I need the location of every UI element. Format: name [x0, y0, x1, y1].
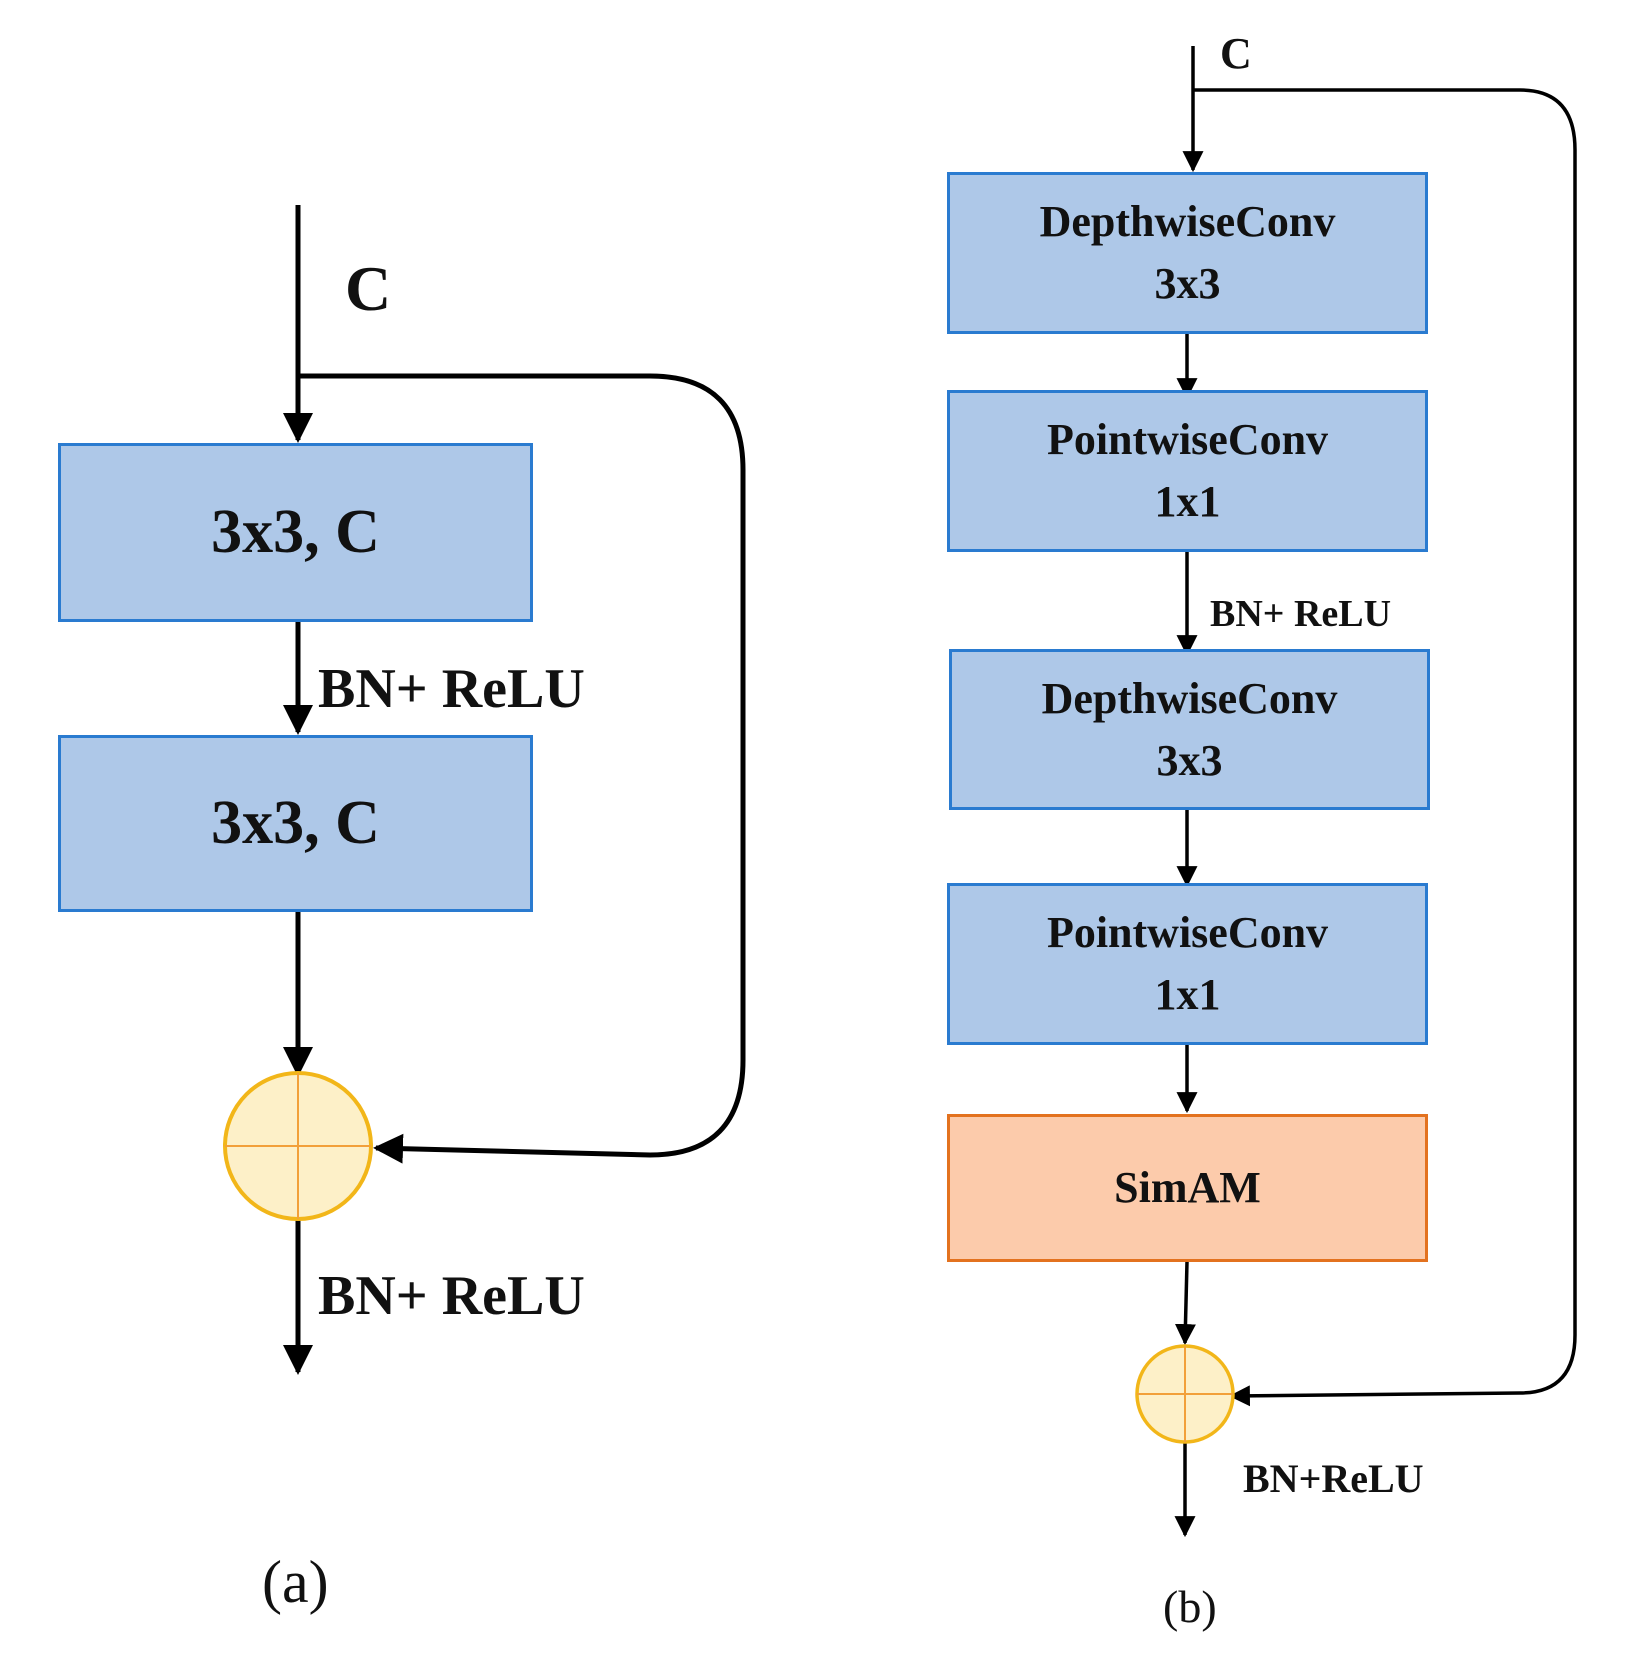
b-depthwise-block-2-kernel: 3x3 — [1156, 735, 1223, 785]
b-pointwise-block-2: PointwiseConv 1x1 — [947, 883, 1428, 1045]
b-mid-label: BN+ ReLU — [1210, 593, 1392, 635]
a-input-label: C — [345, 253, 392, 324]
a-conv-block-2: 3x3, C — [58, 735, 533, 912]
a-skip-connection — [298, 373, 746, 1164]
a-conv-block-1-label: 3x3, C — [211, 498, 380, 566]
b-input-label: C — [1220, 29, 1252, 78]
a-sum-node — [223, 1071, 373, 1221]
b-depthwise-block-1-name: DepthwiseConv — [1039, 197, 1336, 246]
b-arrow-5 — [1174, 1261, 1196, 1346]
b-pointwise-block-1: PointwiseConv 1x1 — [947, 390, 1428, 552]
b-pointwise-block-1-name: PointwiseConv — [1046, 415, 1329, 464]
b-depthwise-block-2: DepthwiseConv 3x3 — [949, 649, 1430, 810]
b-depthwise-block-1-kernel: 3x3 — [1154, 259, 1221, 308]
a-conv-block-1: 3x3, C — [58, 443, 533, 622]
b-depthwise-block-2-name: DepthwiseConv — [1041, 673, 1338, 723]
a-conv-block-2-label: 3x3, C — [211, 789, 380, 857]
a-mid-label: BN+ ReLU — [318, 658, 585, 720]
b-sum-node — [1135, 1344, 1235, 1444]
b-caption: (b) — [1163, 1581, 1217, 1632]
b-depthwise-block-1: DepthwiseConv 3x3 — [947, 172, 1428, 334]
b-pointwise-block-2-kernel: 1x1 — [1154, 970, 1221, 1019]
a-caption: (a) — [262, 1549, 329, 1615]
b-skip-connection — [1193, 88, 1577, 1407]
b-simam-label: SimAM — [1114, 1163, 1261, 1212]
b-simam-block: SimAM — [947, 1114, 1428, 1262]
b-pointwise-block-1-kernel: 1x1 — [1154, 477, 1221, 526]
b-pointwise-block-2-name: PointwiseConv — [1046, 908, 1329, 957]
a-output-label: BN+ ReLU — [318, 1265, 585, 1327]
b-output-label: BN+ReLU — [1243, 1456, 1424, 1501]
